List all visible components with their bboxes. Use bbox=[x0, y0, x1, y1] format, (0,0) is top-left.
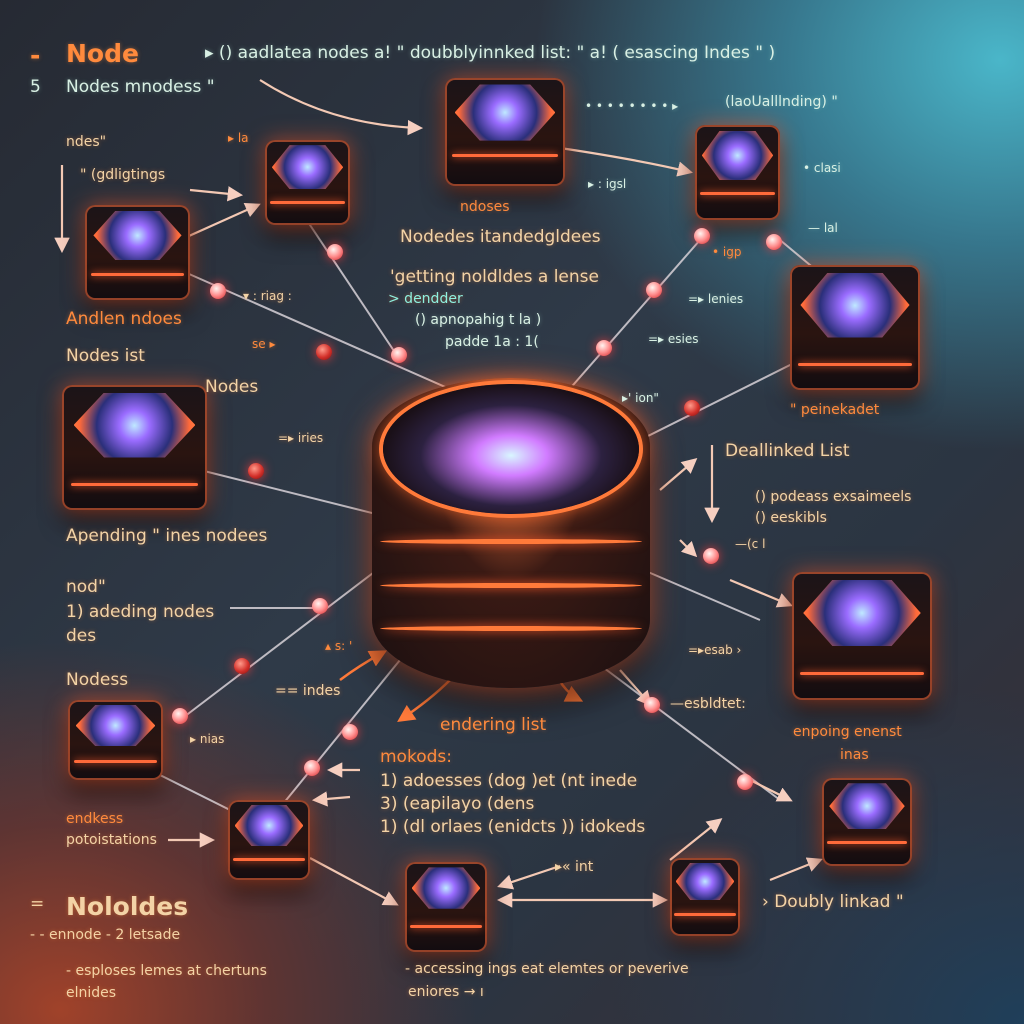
left-label: des bbox=[66, 626, 97, 646]
method-item: 1) adoesses (dog )et (nt inede bbox=[380, 771, 638, 791]
edge-label: ▴ s: ' bbox=[325, 639, 353, 653]
connector-dot[interactable] bbox=[316, 344, 332, 360]
bottom-center-line: - accessing ings eat elemtes or peverive bbox=[405, 961, 689, 977]
node-right-upper[interactable] bbox=[790, 265, 920, 390]
edge-label: =▸ iries bbox=[278, 431, 324, 445]
edge-label: ▸ nias bbox=[190, 732, 225, 746]
edge-label: ▾ : riag : bbox=[243, 289, 292, 303]
right-label: enpoing enenst bbox=[793, 724, 902, 740]
connector-dot[interactable] bbox=[644, 697, 660, 713]
center-label: endering list bbox=[440, 715, 547, 735]
connector-dot[interactable] bbox=[703, 548, 719, 564]
bottom-left-line: elnides bbox=[66, 985, 117, 1001]
connector-dot[interactable] bbox=[684, 400, 700, 416]
connector-dot[interactable] bbox=[234, 658, 250, 674]
right-label: inas bbox=[840, 747, 869, 763]
node-right-lower[interactable] bbox=[792, 572, 932, 700]
right-label: ▸' ion" bbox=[622, 391, 659, 405]
edge-label: == indes bbox=[275, 683, 341, 699]
connector-dot[interactable] bbox=[737, 774, 753, 790]
left-label: Nodes bbox=[205, 377, 259, 397]
center-label: () apnopahig t la ) bbox=[415, 312, 542, 328]
left-label: Nodess bbox=[66, 670, 129, 690]
connector-dot[interactable] bbox=[342, 724, 358, 740]
connector-dot[interactable] bbox=[304, 760, 320, 776]
node-bottom-center[interactable] bbox=[405, 862, 487, 952]
doubly-linked-label: › Doubly linkad " bbox=[762, 892, 904, 912]
right-label: " peinekadet bbox=[790, 402, 880, 418]
right-label: =▸esab › bbox=[688, 643, 742, 657]
right-label: =▸ lenies bbox=[688, 292, 744, 306]
center-label: 'getting noldldes a lense bbox=[390, 267, 599, 287]
connector-dot[interactable] bbox=[596, 340, 612, 356]
bottom-left-line: - - ennode - 2 letsade bbox=[30, 927, 181, 943]
connector-dot[interactable] bbox=[172, 708, 188, 724]
left-label: ndes" bbox=[66, 134, 107, 150]
header-description: ▸ () aadlatea nodes a! " doubblyinnked l… bbox=[205, 43, 776, 63]
center-label: > dendder bbox=[388, 291, 463, 307]
header-bullet: - bbox=[30, 41, 41, 70]
node-left-upper[interactable] bbox=[85, 205, 190, 300]
center-label: padde 1a : 1( bbox=[445, 334, 539, 350]
node-bottom-left[interactable] bbox=[228, 800, 310, 880]
connector-dot[interactable] bbox=[210, 283, 226, 299]
left-label: Andlen ndoes bbox=[66, 309, 182, 329]
right-label: () eeskibls bbox=[755, 510, 827, 526]
connector-dot[interactable] bbox=[312, 598, 328, 614]
bottom-left-bullet: = bbox=[30, 894, 45, 914]
connector-dot[interactable] bbox=[391, 347, 407, 363]
connector-dot[interactable] bbox=[646, 282, 662, 298]
left-label: 1) adeding nodes bbox=[66, 602, 215, 622]
header-subtitle: Nodes mnodess " bbox=[66, 77, 215, 97]
left-label: nod" bbox=[66, 577, 106, 597]
edge-label: se ▸ bbox=[252, 337, 276, 351]
central-hub-node[interactable] bbox=[372, 378, 650, 688]
node-top-center[interactable] bbox=[445, 78, 565, 186]
bottom-left-line: - esploses lemes at chertuns bbox=[66, 963, 267, 979]
right-label: — lal bbox=[808, 221, 838, 235]
right-label: —(c l bbox=[735, 537, 766, 551]
right-label: • clasi bbox=[803, 161, 841, 175]
left-label: Nodes ist bbox=[66, 346, 145, 366]
node-bottom-right[interactable] bbox=[822, 778, 912, 866]
header-number: 5 bbox=[30, 77, 41, 97]
node-left-lower[interactable] bbox=[68, 700, 163, 780]
right-label: =▸ esies bbox=[648, 332, 699, 346]
header-right-note: (laoUalllnding) " bbox=[725, 94, 838, 110]
left-label: " (gdligtings bbox=[80, 167, 166, 183]
connector-dot[interactable] bbox=[694, 228, 710, 244]
connector-dot[interactable] bbox=[248, 463, 264, 479]
edge-label: ▸ : igsl bbox=[588, 177, 627, 191]
bottom-left-title: Nololdes bbox=[66, 892, 189, 921]
method-item: 3) (eapilayo (dens bbox=[380, 794, 535, 814]
center-label: Nodedes itandedgldees bbox=[400, 227, 601, 247]
right-label: () podeass exsaimeels bbox=[755, 489, 912, 505]
right-label: • igp bbox=[712, 245, 742, 259]
right-label: —esbldtet: bbox=[670, 696, 746, 712]
left-label: potoistations bbox=[66, 832, 157, 848]
left-label: Apending " ines nodees bbox=[66, 526, 268, 546]
edge-label: ▸ la bbox=[228, 131, 249, 145]
connector-dot[interactable] bbox=[766, 234, 782, 250]
connector-dot[interactable] bbox=[327, 244, 343, 260]
node-left-middle[interactable] bbox=[62, 385, 207, 510]
node-top-left[interactable] bbox=[265, 140, 350, 225]
method-item: 1) (dl orlaes (enidcts )) idokeds bbox=[380, 817, 646, 837]
methods-title: mokods: bbox=[380, 747, 452, 767]
bottom-center-line: eniores → ı bbox=[408, 984, 484, 1000]
page-title: Node bbox=[66, 39, 139, 68]
left-label: endkess bbox=[66, 811, 124, 827]
header-right-note-prefix: • • • • • • • • ▸ bbox=[585, 99, 679, 113]
center-label: ndoses bbox=[460, 199, 510, 215]
edge-label: ▸« int bbox=[555, 859, 594, 875]
node-top-right[interactable] bbox=[695, 125, 780, 220]
node-bottom-right-center[interactable] bbox=[670, 858, 740, 936]
right-label: Deallinked List bbox=[725, 441, 850, 461]
